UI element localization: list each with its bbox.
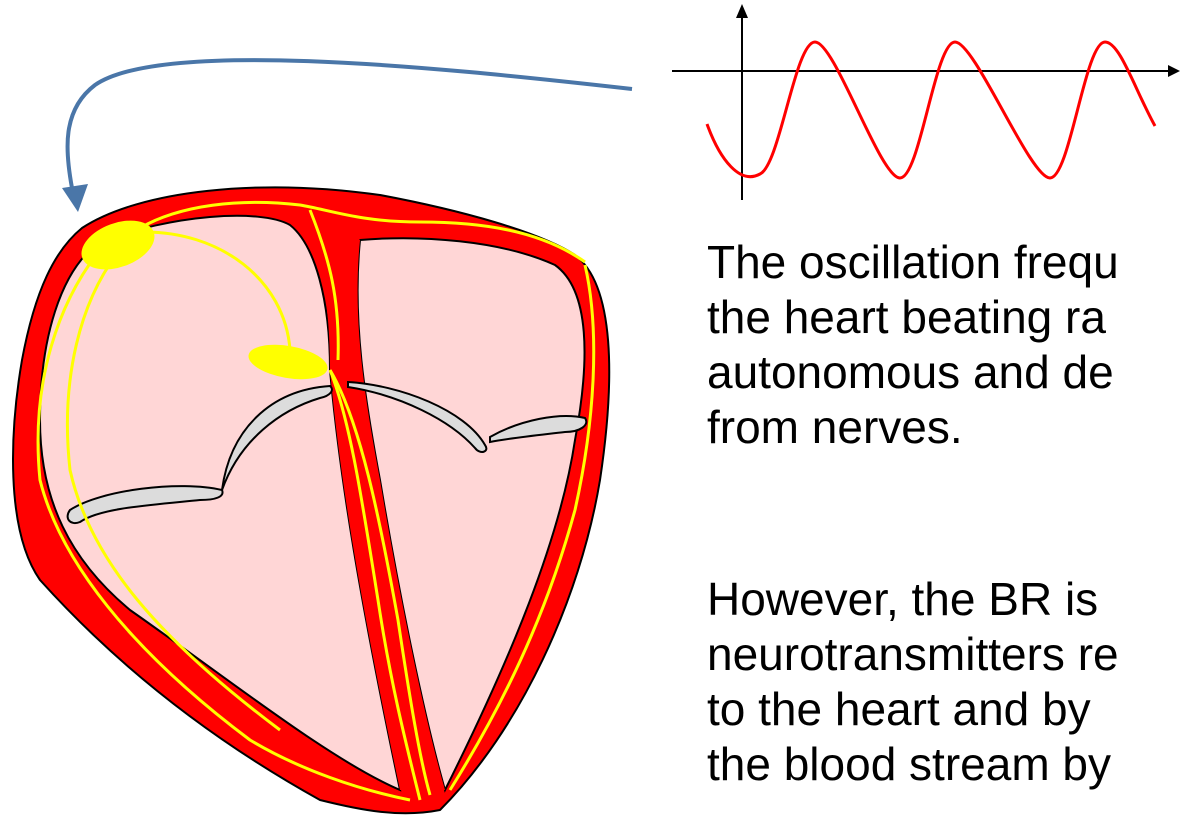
paragraph-2-line-4: the blood stream by: [707, 737, 1119, 792]
paragraph-1-line-3: autonomous and de: [707, 345, 1119, 400]
paragraph-2-line-1: However, the BR is: [707, 572, 1119, 627]
paragraph-1-line-2: the heart beating ra: [707, 290, 1119, 345]
paragraph-2-line-3: to the heart and by: [707, 682, 1119, 737]
paragraph-2-line-2: neurotransmitters re: [707, 627, 1119, 682]
paragraph-1-line-1: The oscillation frequ: [707, 235, 1119, 290]
paragraph-1-line-4: from nerves.: [707, 400, 1119, 455]
paragraph-beating-rate-modulation: However, the BR is neurotransmitters re …: [707, 572, 1119, 792]
paragraph-oscillation-frequency: The oscillation frequ the heart beating …: [707, 235, 1119, 455]
